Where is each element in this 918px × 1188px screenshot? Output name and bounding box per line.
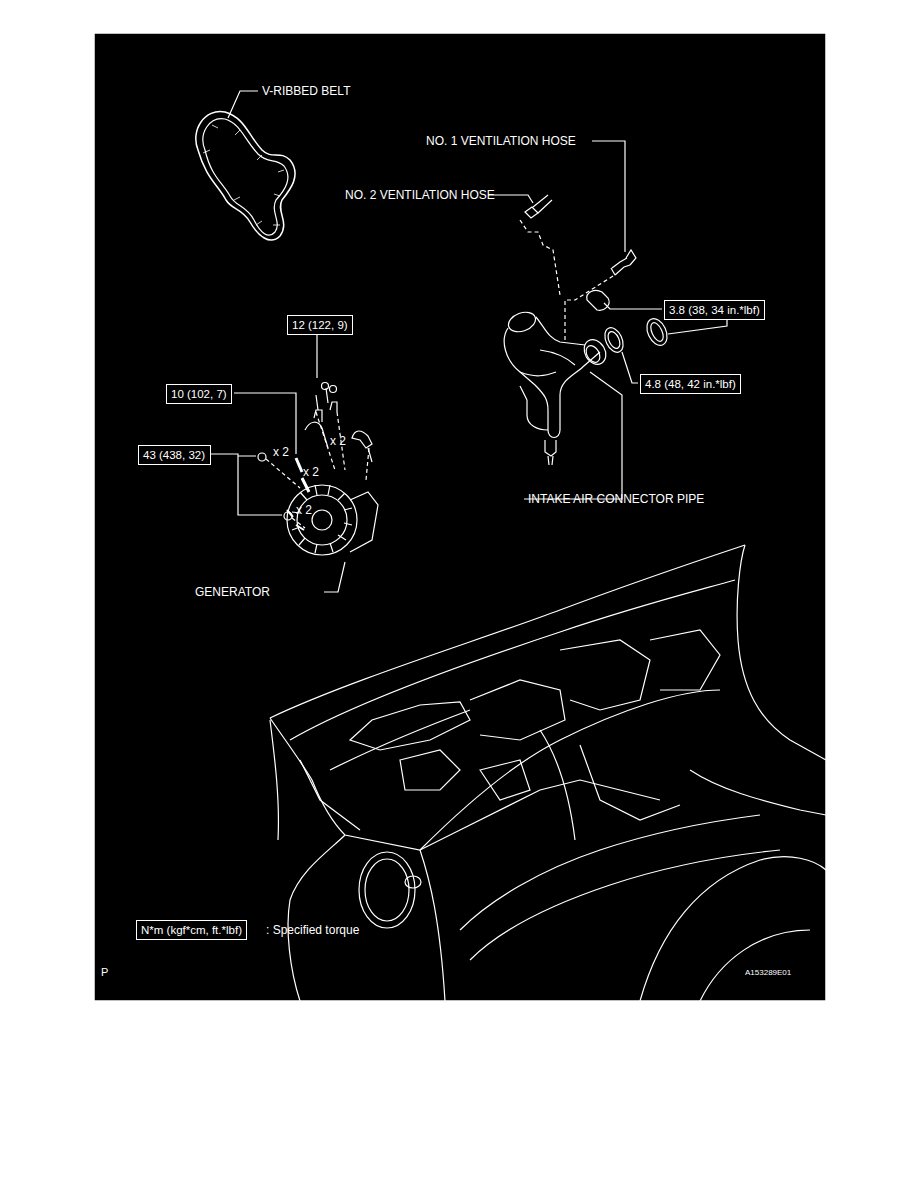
torque-value: 4.8 (48, 42 in.*lbf) bbox=[645, 377, 736, 391]
part-label: x 2 bbox=[330, 434, 346, 448]
part-label: x 2 bbox=[303, 465, 319, 479]
torque-box: N*m (kgf*cm, ft.*lbf) bbox=[136, 920, 247, 940]
part-label: NO. 2 VENTILATION HOSE bbox=[345, 188, 495, 202]
intake-pipe-drawing bbox=[504, 309, 610, 465]
dash-line bbox=[520, 220, 560, 295]
torque-box: 4.8 (48, 42 in.*lbf) bbox=[640, 374, 741, 394]
leader-line bbox=[316, 335, 317, 378]
torque-box: 43 (438, 32) bbox=[138, 445, 211, 465]
generator-drawing bbox=[258, 383, 378, 556]
hose-drawing bbox=[525, 195, 636, 275]
part-label: x 2 bbox=[296, 503, 312, 517]
part-label: GENERATOR bbox=[195, 585, 270, 599]
leader-line bbox=[324, 562, 345, 592]
torque-box: 3.8 (38, 34 in.*lbf) bbox=[664, 300, 765, 320]
clamp-drawing bbox=[587, 290, 671, 355]
part-label: NO. 1 VENTILATION HOSE bbox=[426, 134, 576, 148]
torque-value: 12 (122, 9) bbox=[292, 318, 348, 332]
belt-drawing bbox=[196, 112, 295, 241]
frame bbox=[94, 33, 826, 1001]
leader-line bbox=[592, 141, 625, 252]
part-label: A153289E01 bbox=[745, 966, 791, 980]
torque-value: 43 (438, 32) bbox=[143, 448, 206, 462]
torque-value: 3.8 (38, 34 in.*lbf) bbox=[669, 303, 760, 317]
torque-box: 12 (122, 9) bbox=[287, 315, 353, 335]
leader-line bbox=[622, 352, 638, 383]
torque-value: N*m (kgf*cm, ft.*lbf) bbox=[141, 923, 242, 937]
torque-box: 10 (102, 7) bbox=[166, 384, 232, 404]
part-label: V-RIBBED BELT bbox=[262, 84, 350, 98]
leader-line bbox=[524, 372, 622, 499]
part-label: : Specified torque bbox=[266, 923, 359, 937]
leader-line bbox=[668, 319, 727, 334]
leader-line bbox=[604, 303, 662, 309]
part-label: x 2 bbox=[273, 445, 289, 459]
leader-line bbox=[228, 91, 258, 118]
leader-line bbox=[211, 454, 282, 515]
torque-value: 10 (102, 7) bbox=[171, 387, 227, 401]
part-label: P bbox=[101, 965, 108, 979]
leader-line bbox=[234, 393, 296, 454]
part-label: INTAKE AIR CONNECTOR PIPE bbox=[528, 492, 704, 506]
